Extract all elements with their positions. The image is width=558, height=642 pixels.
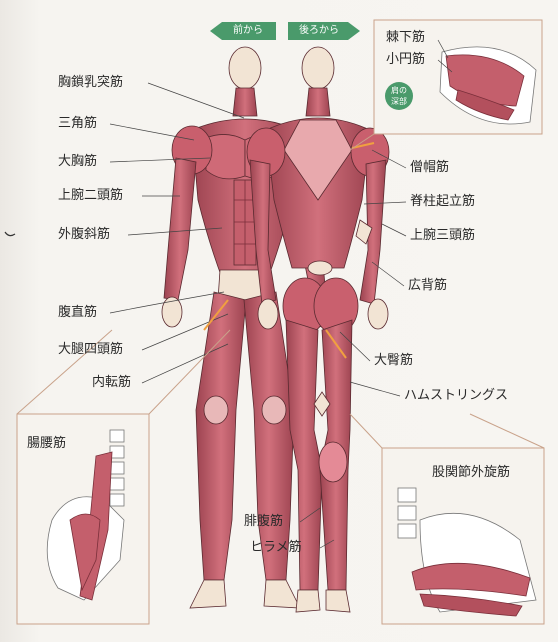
- label-gastrocnemius: 腓腹筋: [244, 515, 283, 529]
- label-rectus-abdominis: 腹直筋: [58, 306, 97, 320]
- label-pectoralis-major: 大胸筋: [58, 155, 97, 169]
- label-external-oblique: 外腹斜筋: [58, 228, 110, 242]
- label-latissimus-dorsi: 広背筋: [408, 279, 447, 293]
- label-quadriceps: 大腿四頭筋: [58, 343, 123, 357]
- label-hamstrings: ハムストリングス: [404, 389, 508, 403]
- label-hip-external-rotators: 股関節外旋筋: [432, 466, 510, 480]
- label-teres-minor: 小円筋: [386, 53, 425, 67]
- tag-back: 後ろから: [288, 22, 360, 40]
- shoulder-inset: [350, 20, 542, 150]
- label-adductors: 内転筋: [92, 376, 131, 390]
- label-trapezius: 僧帽筋: [410, 161, 449, 175]
- label-sternocleidomastoid: 胸鎖乳突筋: [58, 76, 123, 90]
- label-biceps: 上腕二頭筋: [58, 189, 123, 203]
- margin-mark: [5, 232, 15, 236]
- shoulder-deep-badge: 肩の 深部: [385, 82, 413, 110]
- tag-front: 前から: [210, 22, 276, 40]
- hip-rotators-inset: [350, 414, 544, 624]
- label-infraspinatus: 棘下筋: [386, 31, 425, 45]
- label-soleus: ヒラメ筋: [250, 541, 302, 555]
- label-gluteus-maximus: 大臀筋: [374, 354, 413, 368]
- label-triceps: 上腕三頭筋: [410, 229, 475, 243]
- label-erector-spinae: 脊柱起立筋: [410, 195, 475, 209]
- label-iliopsoas: 腸腰筋: [27, 437, 66, 451]
- label-deltoid: 三角筋: [58, 117, 97, 131]
